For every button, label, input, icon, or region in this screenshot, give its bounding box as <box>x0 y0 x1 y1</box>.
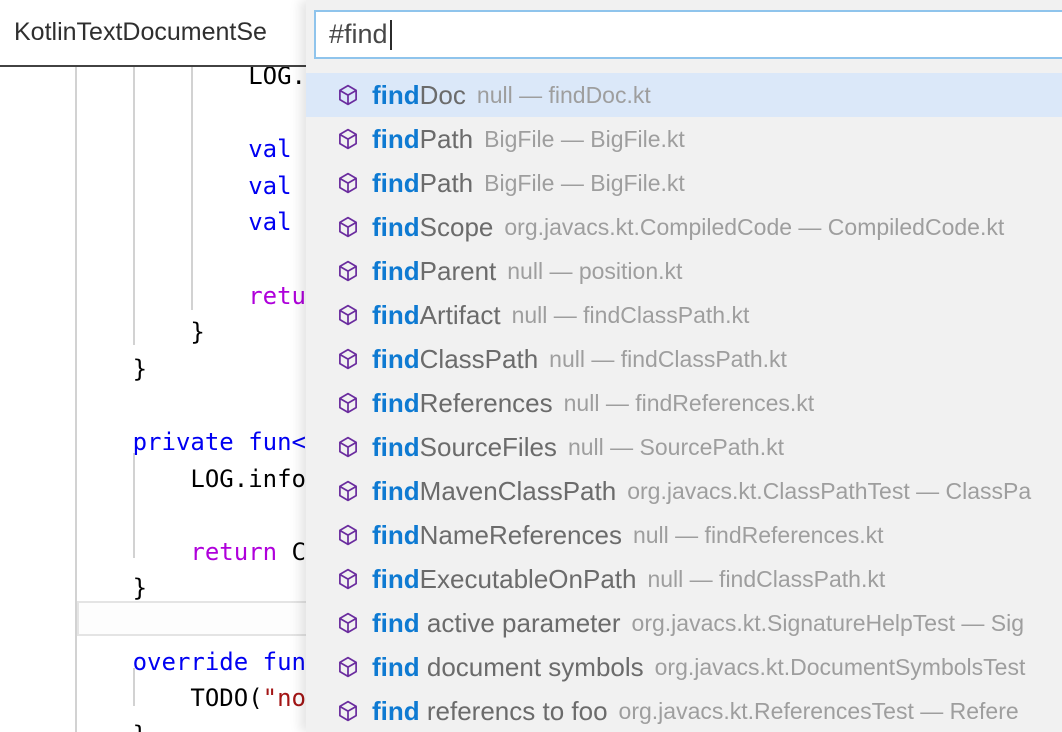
code-line: } <box>17 354 148 383</box>
code-line: return C <box>17 537 306 566</box>
result-detail: null — findDoc.kt <box>476 81 651 108</box>
result-label: findPath <box>372 123 474 154</box>
result-label: findMavenClassPath <box>372 475 617 506</box>
symbol-method-icon <box>337 656 359 678</box>
result-label: findScope <box>372 211 494 242</box>
result-label: findExecutableOnPath <box>372 563 637 594</box>
symbol-method-icon <box>337 480 359 502</box>
symbol-method-icon <box>337 348 359 370</box>
result-detail: org.javacs.kt.ReferencesTest — Refere <box>618 697 1019 724</box>
code-line: } <box>17 717 320 732</box>
query-text: #find <box>329 19 388 49</box>
result-detail: BigFile — BigFile.kt <box>484 169 685 196</box>
quick-open-result[interactable]: findSourceFiles null — SourcePath.kt <box>306 425 1062 469</box>
result-label: findClassPath <box>372 343 539 374</box>
result-label: findSourceFiles <box>372 431 557 462</box>
result-detail: org.javacs.kt.ClassPathTest — ClassPa <box>627 477 1032 504</box>
quick-open-result[interactable]: findMavenClassPath org.javacs.kt.ClassPat… <box>306 469 1062 513</box>
result-detail: null — findReferences.kt <box>632 521 884 548</box>
code-line: private fun< <box>17 427 306 456</box>
result-detail: null — findClassPath.kt <box>647 565 886 592</box>
result-detail: org.javacs.kt.CompiledCode — CompiledCod… <box>504 213 1005 240</box>
quick-open-result[interactable]: findPath BigFile — BigFile.kt <box>306 161 1062 205</box>
result-label: findDoc <box>372 79 466 110</box>
code-line: val ( <box>17 171 320 200</box>
symbol-method-icon <box>337 216 359 238</box>
quick-open-result[interactable]: find active parameter org.javacs.kt.Signa… <box>306 601 1062 645</box>
symbol-method-icon <box>337 700 359 722</box>
code-line: } <box>17 574 148 603</box>
quick-open-result[interactable]: find referencs to foo org.javacs.kt.Refer… <box>306 689 1062 732</box>
quick-open-result[interactable]: findClassPath null — findClassPath.kt <box>306 337 1062 381</box>
symbol-method-icon <box>337 524 359 546</box>
indent-guide <box>75 66 77 732</box>
code-line: TODO("no <box>17 684 306 713</box>
code-line: override fun <box>17 647 306 676</box>
result-detail: null — findReferences.kt <box>563 389 815 416</box>
code-line: retu <box>17 281 306 310</box>
result-detail: org.javacs.kt.SignatureHelpTest — Sig <box>631 609 1024 636</box>
code-line <box>17 95 320 132</box>
result-label: findPath <box>372 167 474 198</box>
quick-open-result[interactable]: findExecutableOnPath null — findClassPath… <box>306 557 1062 601</box>
code-line <box>17 387 320 424</box>
indent-guide <box>133 66 135 345</box>
result-label: find active parameter <box>372 607 621 638</box>
code-line <box>17 607 320 644</box>
code-line: val <box>17 208 292 237</box>
symbol-method-icon <box>337 612 359 634</box>
symbol-method-icon <box>337 128 359 150</box>
result-detail: null — position.kt <box>507 257 683 284</box>
result-label: find referencs to foo <box>372 695 608 726</box>
result-detail: BigFile — BigFile.kt <box>484 125 685 152</box>
symbol-method-icon <box>337 304 359 326</box>
symbol-method-icon <box>337 568 359 590</box>
quick-open-result[interactable]: findReferences null — findReferences.kt <box>306 381 1062 425</box>
symbol-method-icon <box>337 172 359 194</box>
quick-open-result[interactable]: findDoc null — findDoc.kt <box>306 73 1062 117</box>
result-detail: null — findClassPath.kt <box>511 301 750 328</box>
cursor-line-highlight <box>77 601 327 636</box>
quick-open-result[interactable]: findParent null — position.kt <box>306 249 1062 293</box>
code-line: val <box>17 135 292 164</box>
result-label: findParent <box>372 255 497 286</box>
quick-open-result[interactable]: findNameReferences null — findReferences.… <box>306 513 1062 557</box>
code-line: LOG.info <box>17 464 306 493</box>
symbol-method-icon <box>337 84 359 106</box>
indent-guide <box>191 66 193 310</box>
quick-open-result[interactable]: findPath BigFile — BigFile.kt <box>306 117 1062 161</box>
symbol-method-icon <box>337 260 359 282</box>
indent-guide <box>133 668 135 706</box>
code-area: LOG. val val ( val retu } } private fun<… <box>17 58 321 732</box>
quick-open-result[interactable]: find document symbols org.javacs.kt.Docum… <box>306 645 1062 689</box>
quick-open-result[interactable]: findArtifact null — findClassPath.kt <box>306 293 1062 337</box>
symbol-method-icon <box>337 436 359 458</box>
result-detail: org.javacs.kt.DocumentSymbolsTest <box>654 653 1026 680</box>
result-detail: null — SourcePath.kt <box>567 433 784 460</box>
result-label: findArtifact <box>372 299 501 330</box>
quick-open-result[interactable]: findScope org.javacs.kt.CompiledCode — Co… <box>306 205 1062 249</box>
code-line <box>17 497 320 534</box>
result-detail: null — findClassPath.kt <box>549 345 787 372</box>
code-line: } <box>17 318 205 347</box>
code-line <box>17 241 320 278</box>
symbol-method-icon <box>337 392 359 414</box>
result-label: find document symbols <box>372 651 644 682</box>
result-label: findNameReferences <box>372 519 622 550</box>
indent-guide <box>133 453 135 558</box>
result-label: findReferences <box>372 387 553 418</box>
text-caret <box>389 19 392 50</box>
quick-open-input[interactable]: #find <box>314 10 1062 59</box>
tab-title[interactable]: KotlinTextDocumentSe <box>14 18 267 46</box>
